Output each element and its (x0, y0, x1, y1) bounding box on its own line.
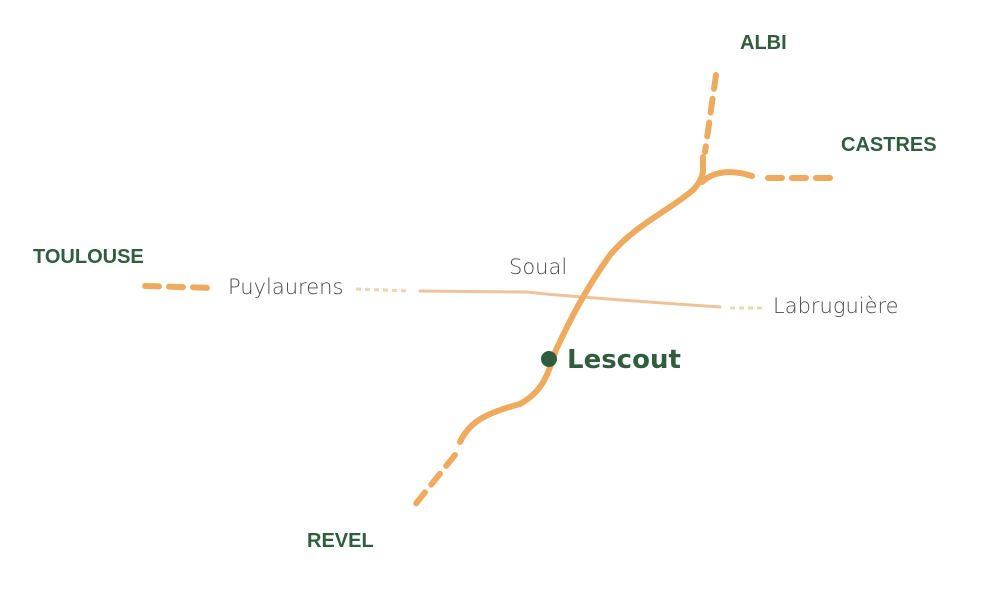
road-toulouse-stub (142, 283, 218, 291)
label-castres: CASTRES (841, 134, 937, 156)
road-albi-stub (702, 72, 719, 155)
label-puylaurens: Puylaurens (228, 275, 343, 299)
label-lescout: Lescout (567, 345, 681, 375)
label-toulouse: TOULOUSE (33, 246, 144, 268)
road-main-albi-branch (690, 154, 706, 193)
label-soual: Soual (509, 255, 567, 279)
road-puylaurens-labruguiere (418, 289, 722, 309)
road-puylaurens-stub (355, 287, 411, 293)
label-albi: ALBI (740, 32, 787, 54)
label-labruguiere: Labruguière (773, 294, 899, 318)
road-revel-stub (407, 452, 458, 514)
road-main-castres-branch (699, 169, 755, 185)
road-main (457, 187, 696, 445)
label-revel: REVEL (307, 530, 374, 552)
location-marker[interactable] (541, 351, 557, 367)
